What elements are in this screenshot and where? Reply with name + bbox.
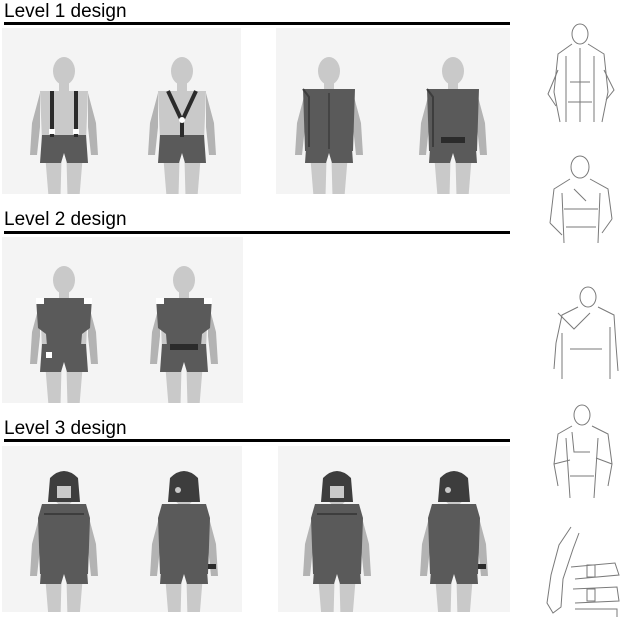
sketch-donning-step-1	[544, 22, 622, 126]
mannequin-front-hood-vest-shorts	[30, 471, 98, 612]
mannequin-back-torso-pad-shorts	[150, 266, 218, 403]
mannequin-front-vest-shorts	[295, 57, 363, 194]
render-panel-level-3-b	[278, 446, 510, 612]
mannequin-front-torso-pad-shorts	[30, 266, 98, 403]
render-panel-level-1-a	[2, 28, 241, 194]
section-title-level-2: Level 2 design	[4, 210, 127, 230]
section-rule-level-2	[4, 231, 510, 234]
render-panel-level-2	[2, 237, 243, 403]
mannequin-front-hood-vest-shorts	[303, 471, 371, 612]
section-title-level-1: Level 1 design	[4, 2, 127, 22]
sketch-donning-step-4	[544, 402, 622, 502]
render-panel-level-3-a	[2, 446, 242, 612]
section-rule-level-3	[4, 439, 510, 442]
mannequin-back-hood-vest-shorts	[420, 471, 488, 612]
sketch-donning-step-2	[544, 153, 622, 247]
mannequin-back-hood-vest-shorts	[150, 471, 218, 612]
section-title-level-3: Level 3 design	[4, 419, 127, 439]
render-panel-level-1-b	[276, 28, 510, 194]
mannequin-front-suspenders-shorts	[30, 57, 98, 194]
sketch-donning-step-5	[541, 525, 623, 619]
section-rule-level-1	[4, 22, 510, 25]
mannequin-back-suspenders-shorts	[148, 57, 216, 194]
mannequin-back-vest-shorts	[419, 57, 487, 194]
sketch-donning-step-3	[544, 283, 622, 383]
